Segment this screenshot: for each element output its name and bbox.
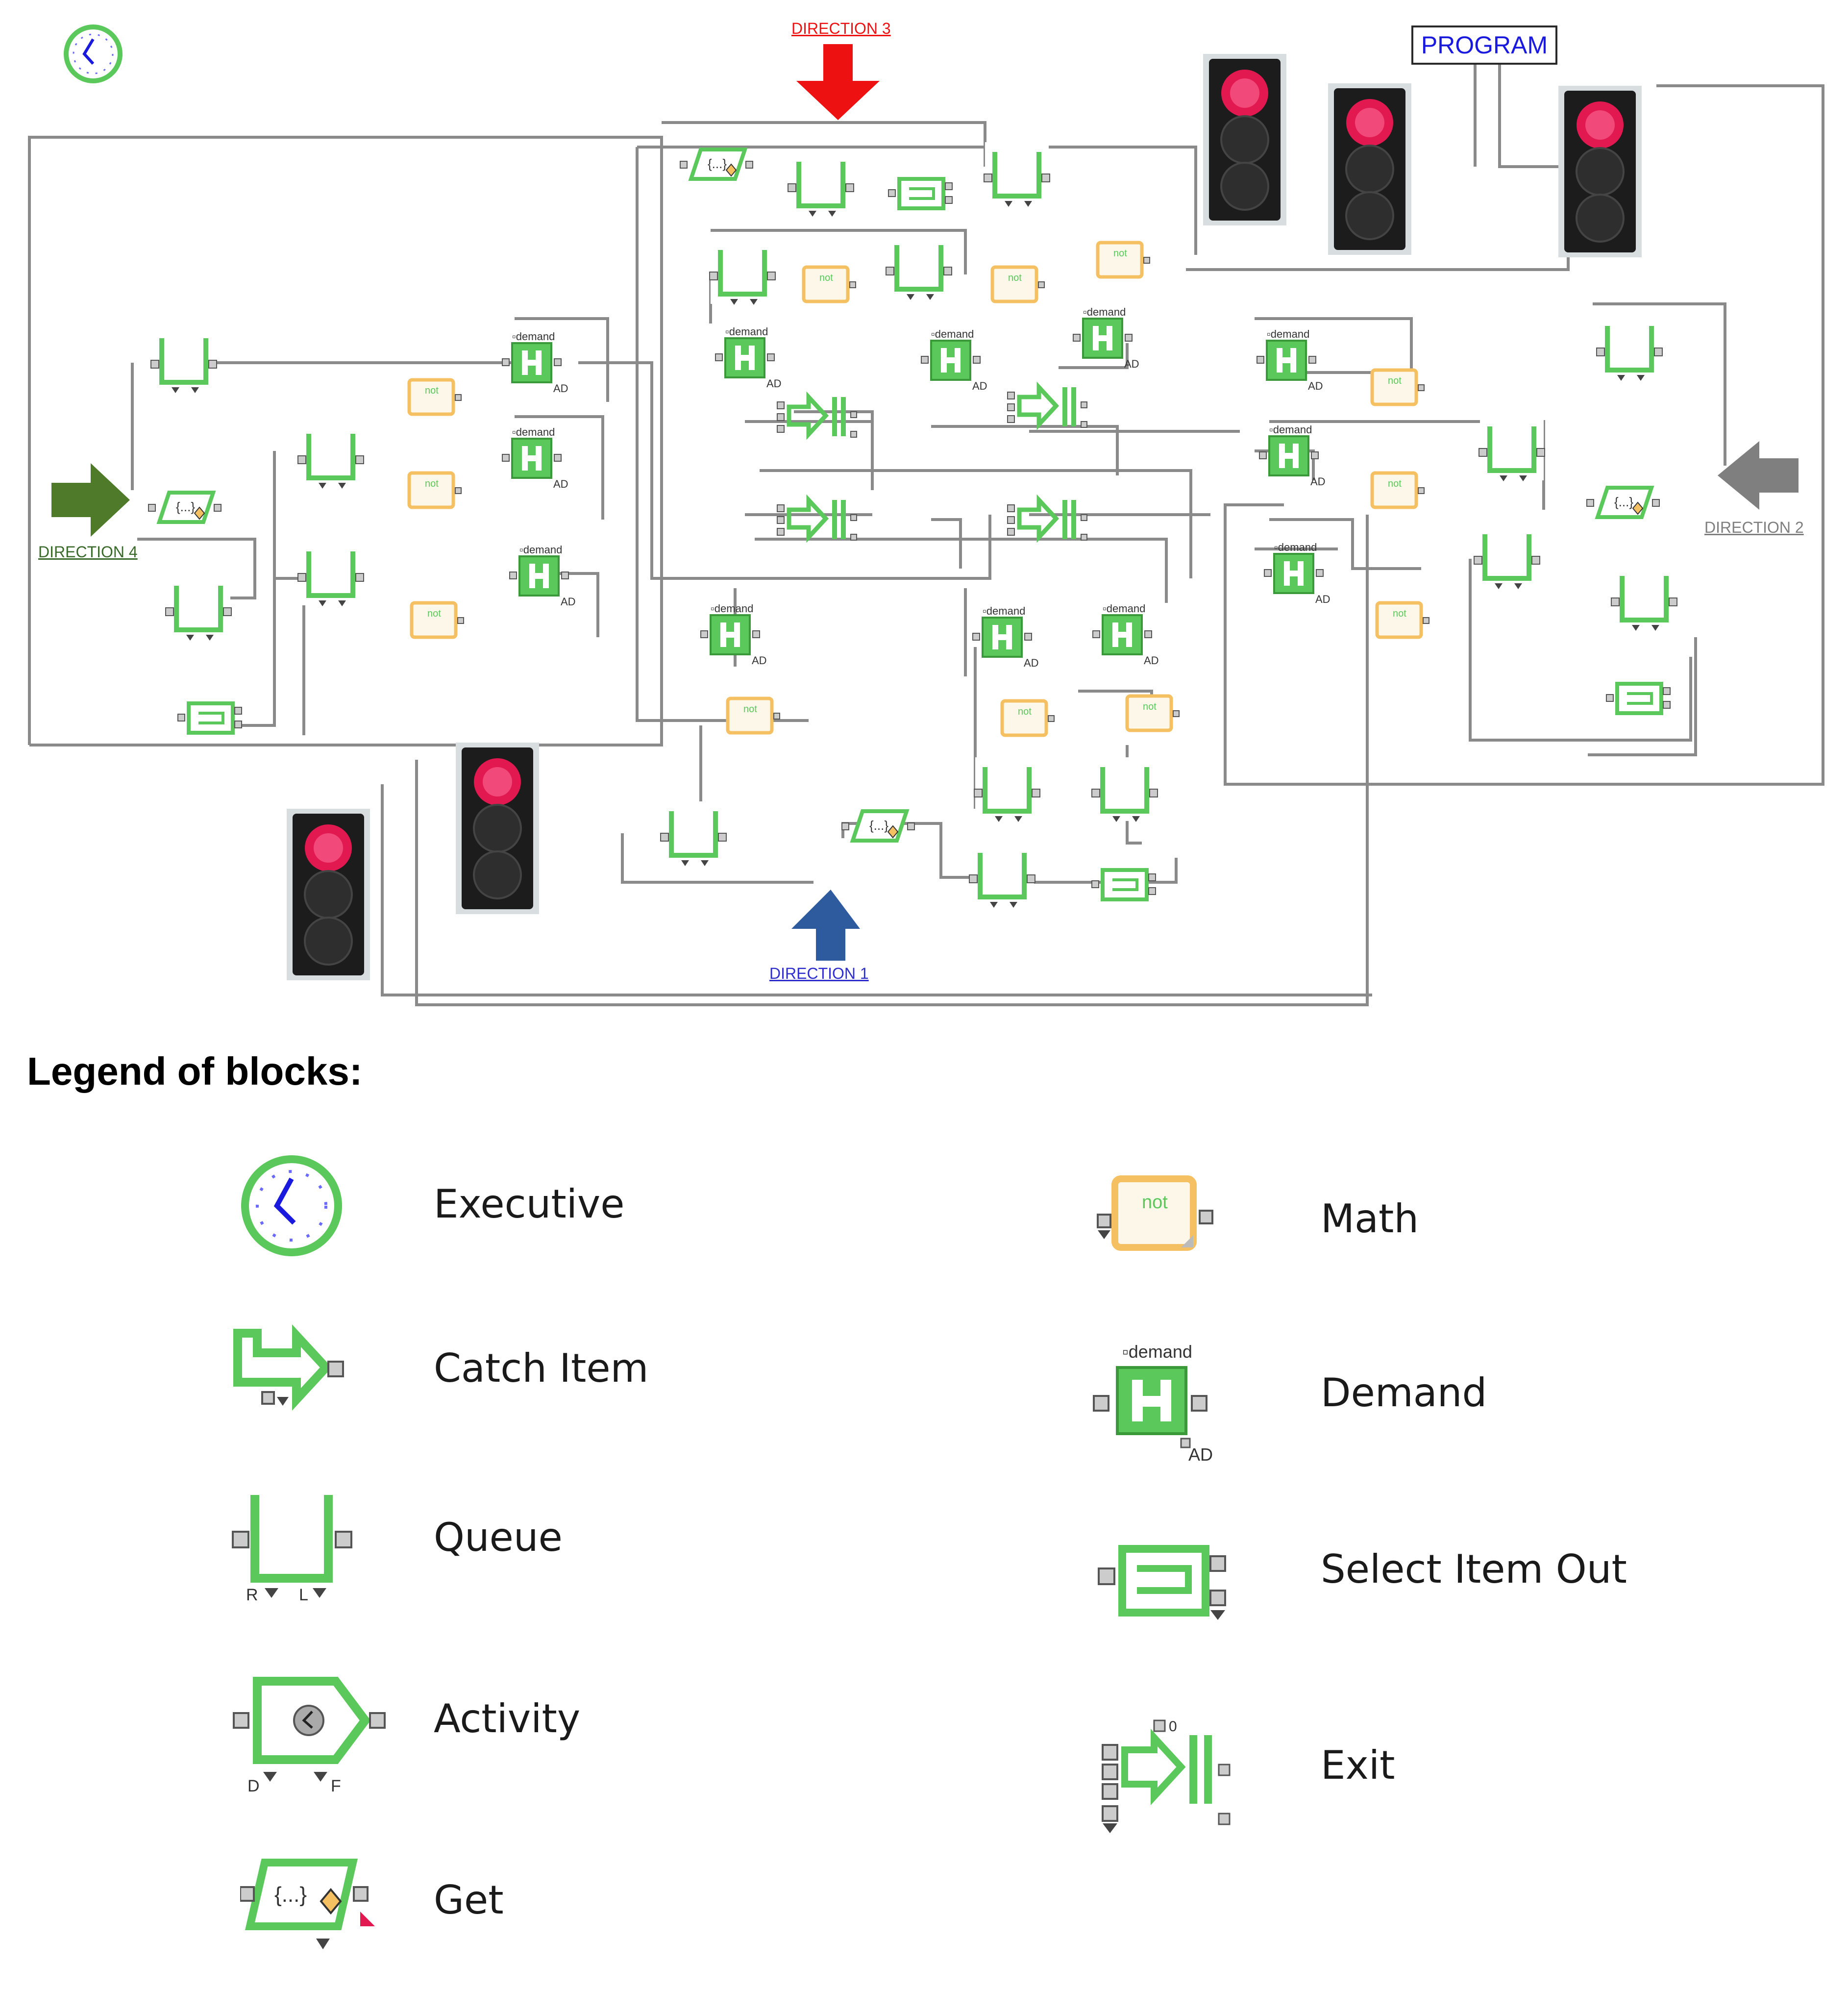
demand-blocks — [501, 305, 1331, 670]
math-not-icon: not — [1097, 1175, 1213, 1251]
queue-blocks — [151, 142, 1677, 908]
legend-label-get: Get — [434, 1877, 504, 1923]
direction-2-label: DIRECTION 2 — [1704, 519, 1804, 536]
catch-item-icon — [233, 1324, 344, 1411]
legend-label-exit: Exit — [1321, 1742, 1395, 1788]
legend-label-executive: Executive — [434, 1181, 625, 1227]
direction-2-arrow — [1718, 441, 1799, 510]
svg-text:AD: AD — [1188, 1444, 1213, 1465]
direction-4-arrow — [51, 463, 130, 537]
legend-label-activity: Activity — [434, 1696, 581, 1741]
queue-icon: R L — [232, 1495, 352, 1604]
program-label: PROGRAM — [1411, 25, 1557, 65]
svg-text:0: 0 — [1169, 1718, 1177, 1735]
legend-label-queue: Queue — [434, 1515, 563, 1560]
legend-label-select-item-out: Select Item Out — [1321, 1546, 1627, 1592]
svg-text:R: R — [246, 1586, 258, 1604]
direction-1-label: DIRECTION 1 — [769, 965, 869, 982]
demand-icon: ▫demand AD — [1093, 1342, 1213, 1465]
select-item-out-icon — [1098, 1545, 1226, 1620]
svg-text:{...}: {...} — [274, 1883, 307, 1907]
activity-icon: D F — [233, 1677, 386, 1795]
legend-title: Legend of blocks: — [27, 1049, 363, 1093]
svg-text:F: F — [331, 1777, 341, 1795]
direction-1-arrow — [791, 890, 860, 961]
executive-clock-icon — [64, 25, 123, 83]
svg-text:▫demand: ▫demand — [1122, 1342, 1192, 1362]
legend-label-math: Math — [1321, 1196, 1419, 1242]
svg-text:D: D — [247, 1777, 260, 1795]
executive-clock-icon — [241, 1155, 342, 1256]
direction-3-arrow — [796, 44, 880, 120]
legend-label-demand: Demand — [1321, 1370, 1487, 1416]
traffic-simulation-diagram: ▫demand AD not {...} — [28, 25, 1824, 1006]
direction-3-label: DIRECTION 3 — [791, 20, 891, 37]
exit-icon: 0 — [1102, 1718, 1231, 1833]
svg-text:L: L — [299, 1586, 308, 1604]
svg-text:not: not — [1142, 1192, 1168, 1213]
direction-4-label: DIRECTION 4 — [38, 543, 138, 561]
get-icon: {...} — [240, 1859, 375, 1949]
traffic-lights — [286, 53, 1643, 981]
legend-label-catch-item: Catch Item — [434, 1345, 649, 1391]
exit-blocks — [777, 387, 1087, 540]
